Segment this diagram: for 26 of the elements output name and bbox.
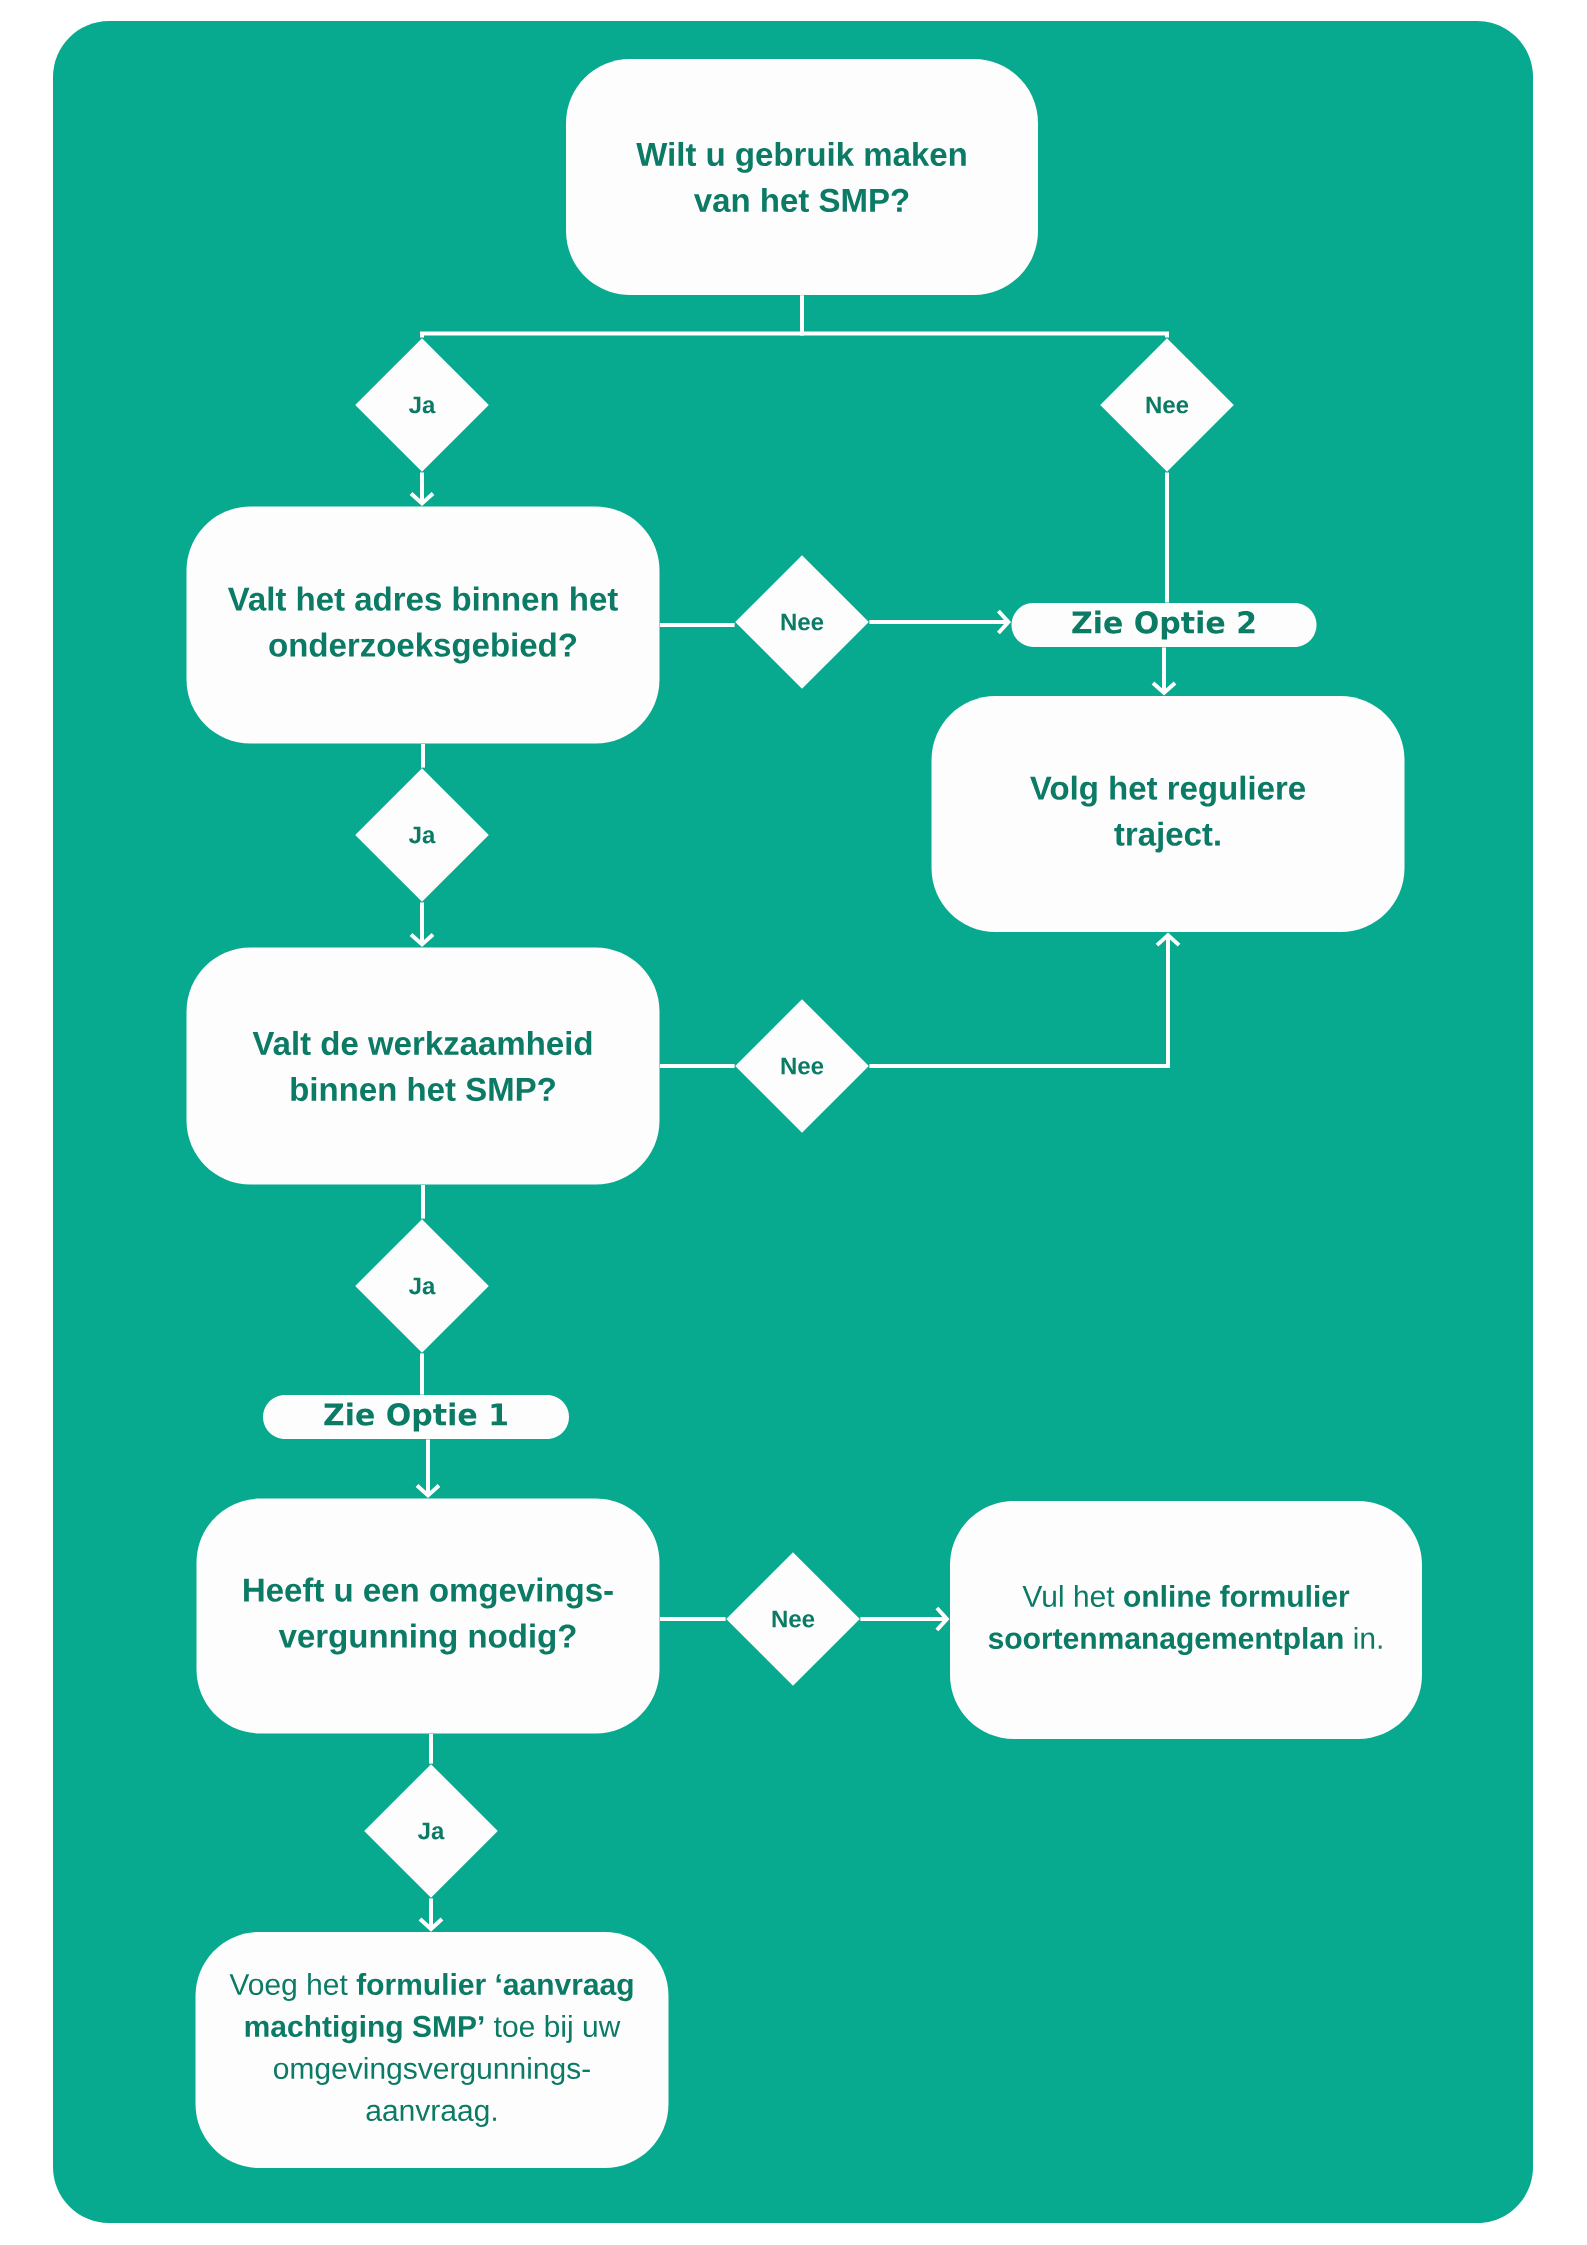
action-box: Voeg het formulier ‘aanvraag machtiging SMP’ toe bij uw omgevingsvergunnings- aanvraag. bbox=[195, 1932, 669, 2169]
arrow bbox=[409, 472, 435, 507]
connector-line bbox=[1165, 472, 1169, 603]
arrow bbox=[1151, 647, 1177, 696]
question-box: Valt het adres binnen het onderzoeksgebied? bbox=[186, 506, 660, 744]
action-box: Volg het reguliere traject. bbox=[931, 696, 1405, 932]
action-box: Vul het online formulier soortenmanagementplan in. bbox=[950, 1501, 1422, 1739]
pill-label: Zie Optie 1 bbox=[263, 1395, 569, 1439]
arrow bbox=[869, 609, 1012, 635]
arrow bbox=[415, 1439, 441, 1499]
connector-line bbox=[659, 1064, 735, 1068]
arrow bbox=[860, 1606, 950, 1632]
arrow bbox=[418, 1898, 444, 1932]
question-box: Wilt u gebruik maken van het SMP? bbox=[566, 59, 1038, 295]
connector-line bbox=[421, 743, 425, 768]
connector-line bbox=[429, 1733, 433, 1764]
connector-line bbox=[800, 295, 1169, 338]
connector-line bbox=[421, 1184, 425, 1219]
question-box: Heeft u een omgevings- vergunning nodig? bbox=[196, 1498, 660, 1734]
pill-label: Zie Optie 2 bbox=[1011, 603, 1317, 647]
connector-line bbox=[420, 1353, 424, 1395]
arrow bbox=[869, 932, 1181, 1068]
arrow bbox=[409, 902, 435, 948]
question-box: Valt de werkzaamheid binnen het SMP? bbox=[186, 947, 660, 1185]
connector-line bbox=[659, 1617, 726, 1621]
connector-line bbox=[659, 623, 735, 627]
